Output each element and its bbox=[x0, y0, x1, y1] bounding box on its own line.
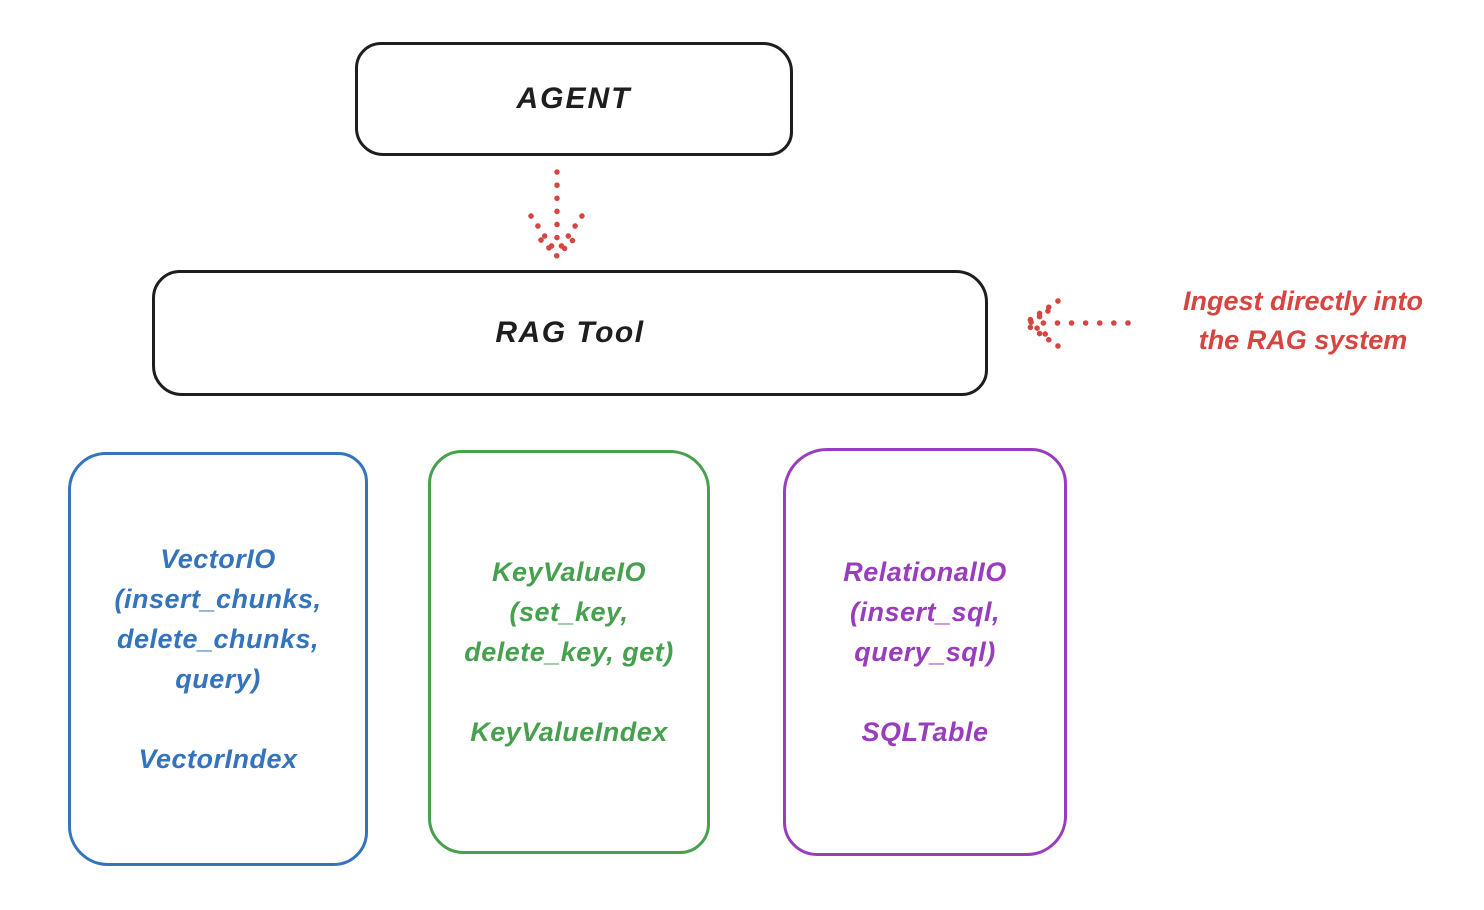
agent-to-rag-arrow bbox=[528, 169, 585, 260]
keyvalue-io-index-label: KeyValueIndex bbox=[470, 717, 668, 747]
annotation-line-2: the RAG system bbox=[1198, 325, 1408, 355]
keyvalue-io-title: KeyValueIO bbox=[491, 557, 647, 587]
vector-io-method-line-2: delete_chunks, bbox=[116, 624, 320, 654]
ingest-annotation: Ingest directly into the RAG system bbox=[1128, 282, 1478, 360]
vector-io-node: VectorIO (insert_chunks, delete_chunks, … bbox=[68, 452, 368, 866]
annotation-to-rag-arrow bbox=[1021, 298, 1131, 349]
relational-io-title: RelationalIO bbox=[843, 557, 1007, 587]
relational-io-method-line-2: query_sql) bbox=[854, 637, 996, 667]
relational-io-node: RelationalIO (insert_sql, query_sql) SQL… bbox=[783, 448, 1067, 856]
relational-io-method-line-1: (insert_sql, bbox=[849, 597, 1001, 627]
agent-label: AGENT bbox=[516, 82, 632, 115]
vector-io-index-label: VectorIndex bbox=[138, 744, 298, 774]
keyvalue-io-method-line-1: (set_key, bbox=[509, 597, 629, 627]
relational-io-index-label: SQLTable bbox=[861, 717, 989, 747]
keyvalue-io-method-line-2: delete_key, get) bbox=[464, 637, 674, 667]
vector-io-method-line-3: query) bbox=[175, 664, 261, 694]
keyvalue-io-node: KeyValueIO (set_key, delete_key, get) Ke… bbox=[428, 450, 710, 854]
vector-io-method-line-1: (insert_chunks, bbox=[114, 584, 322, 614]
rag-tool-node: RAG Tool bbox=[152, 270, 988, 396]
rag-tool-label: RAG Tool bbox=[495, 316, 645, 349]
agent-node: AGENT bbox=[355, 42, 793, 156]
vector-io-title: VectorIO bbox=[160, 544, 276, 574]
annotation-line-1: Ingest directly into bbox=[1182, 286, 1424, 316]
